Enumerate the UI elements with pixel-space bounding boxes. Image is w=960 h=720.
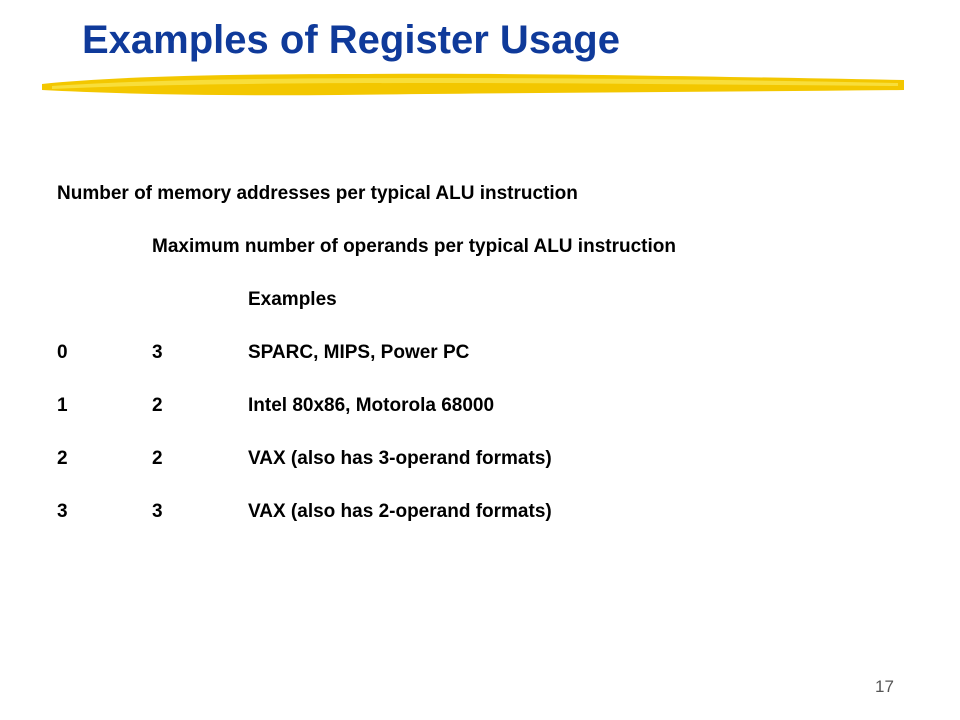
table-row: 3 3 VAX (also has 2-operand formats) xyxy=(57,501,857,527)
examples-value: VAX (also has 2-operand formats) xyxy=(248,501,552,522)
slide-title: Examples of Register Usage xyxy=(82,18,620,62)
max-operands-value: 2 xyxy=(152,395,163,416)
examples-value: VAX (also has 3-operand formats) xyxy=(248,448,552,469)
table-row: 0 3 SPARC, MIPS, Power PC xyxy=(57,342,857,368)
max-operands-value: 3 xyxy=(152,501,163,522)
page-number: 17 xyxy=(875,677,894,696)
brush-stroke-highlight xyxy=(52,78,898,89)
examples-value: Intel 80x86, Motorola 68000 xyxy=(248,395,495,416)
table-row: 2 2 VAX (also has 3-operand formats) xyxy=(57,448,857,474)
memory-addresses-value: 0 xyxy=(57,342,68,363)
header-memory-addresses: Number of memory addresses per typical A… xyxy=(57,183,578,204)
max-operands-value: 3 xyxy=(152,342,163,363)
max-operands-value: 2 xyxy=(152,448,163,469)
title-underline-brush xyxy=(42,73,904,96)
examples-value: SPARC, MIPS, Power PC xyxy=(248,342,470,363)
header-max-operands: Maximum number of operands per typical A… xyxy=(152,236,676,257)
header-examples: Examples xyxy=(248,289,337,310)
memory-addresses-value: 2 xyxy=(57,448,68,469)
memory-addresses-value: 3 xyxy=(57,501,68,522)
memory-addresses-value: 1 xyxy=(57,395,68,416)
table-row: 1 2 Intel 80x86, Motorola 68000 xyxy=(57,395,857,421)
